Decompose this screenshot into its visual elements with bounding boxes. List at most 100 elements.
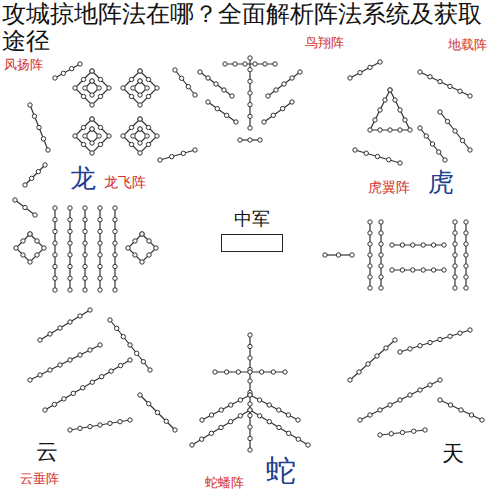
- soldier-dot: [458, 331, 462, 335]
- soldier-dot: [215, 106, 219, 110]
- soldier-dot: [424, 134, 428, 138]
- soldier-dot: [290, 76, 294, 80]
- soldier-dot: [219, 425, 223, 429]
- soldier-dot: [460, 138, 464, 142]
- soldier-dot: [190, 443, 194, 447]
- soldier-dot: [298, 70, 302, 74]
- soldier-dot: [62, 397, 66, 401]
- soldier-dot: [378, 408, 382, 412]
- soldier-dot: [378, 108, 382, 112]
- soldier-dot: [267, 403, 271, 407]
- soldier-dot: [14, 246, 18, 250]
- formation-line: [30, 345, 100, 380]
- soldier-dot: [138, 79, 142, 83]
- soldier-dot: [83, 276, 87, 280]
- formation-line: [25, 165, 45, 185]
- soldier-dot: [368, 275, 372, 279]
- formation-line: [350, 62, 380, 78]
- soldier-dot: [398, 128, 402, 132]
- soldier-dot: [83, 218, 87, 222]
- soldier-dot: [83, 86, 87, 90]
- soldier-dot: [209, 413, 213, 417]
- soldier-dot: [38, 373, 42, 377]
- soldier-dot: [222, 88, 226, 92]
- soldier-dot: [400, 268, 404, 272]
- soldier-dot: [141, 359, 145, 363]
- soldier-dot: [28, 103, 32, 107]
- soldier-dot: [223, 62, 227, 66]
- soldier-dot: [81, 94, 85, 98]
- soldier-dot: [273, 62, 277, 66]
- soldier-dot: [368, 286, 372, 290]
- formation-line: [380, 430, 425, 435]
- soldier-dot: [42, 246, 46, 250]
- soldier-dot: [248, 393, 252, 397]
- soldier-dot: [464, 275, 468, 279]
- soldier-dot: [228, 419, 232, 423]
- soldier-dot: [113, 218, 117, 222]
- formation-name: 蛇蟠阵: [205, 476, 244, 490]
- formation-line: [45, 360, 130, 410]
- soldier-dot: [61, 71, 65, 75]
- soldier-dot: [453, 275, 457, 279]
- formation-line: [268, 72, 300, 96]
- soldier-dot: [68, 218, 72, 222]
- formation-glyph: 天: [442, 442, 464, 466]
- soldier-dot: [83, 288, 87, 292]
- soldier-dot: [445, 119, 449, 123]
- soldier-dot: [306, 443, 310, 447]
- soldier-dot: [68, 320, 72, 324]
- soldier-dot: [138, 127, 142, 131]
- soldier-dot: [186, 84, 190, 88]
- soldier-dot: [248, 408, 252, 412]
- soldier-dot: [113, 288, 117, 292]
- soldier-dot: [83, 206, 87, 210]
- soldier-dot: [158, 158, 162, 162]
- soldier-dot: [53, 76, 57, 80]
- formation-line: [70, 420, 130, 430]
- formation-line: [192, 410, 250, 445]
- soldier-dot: [358, 418, 362, 422]
- soldier-dot: [368, 413, 372, 417]
- soldier-dot: [148, 368, 152, 372]
- soldier-dot: [73, 86, 77, 90]
- soldier-dot: [442, 268, 446, 272]
- soldier-dot: [224, 370, 228, 374]
- soldier-dot: [28, 378, 32, 382]
- soldier-dot: [88, 308, 92, 312]
- soldier-dot: [421, 268, 425, 272]
- formation-line: [420, 72, 470, 96]
- soldier-dot: [98, 241, 102, 245]
- soldier-dot: [169, 154, 173, 158]
- soldier-dot: [248, 138, 252, 142]
- soldier-dot: [173, 428, 177, 432]
- soldier-dot: [438, 378, 442, 382]
- soldier-dot: [78, 426, 82, 430]
- soldier-dot: [438, 79, 442, 83]
- soldier-dot: [52, 402, 56, 406]
- soldier-dot: [164, 419, 168, 423]
- formation-line: [123, 119, 157, 153]
- soldier-dot: [296, 418, 300, 422]
- formation-name: 龙飞阵: [104, 175, 146, 190]
- soldier-dot: [90, 117, 94, 121]
- soldier-dot: [379, 231, 383, 235]
- soldier-dot: [99, 374, 103, 378]
- soldier-dot: [46, 148, 50, 152]
- soldier-dot: [138, 69, 142, 73]
- soldier-dot: [90, 127, 94, 131]
- formation-line: [40, 310, 90, 340]
- soldier-dot: [248, 56, 252, 60]
- soldier-dot: [271, 370, 275, 374]
- soldier-dot: [480, 418, 484, 422]
- soldier-dot: [400, 243, 404, 247]
- soldier-dot: [390, 243, 394, 247]
- soldier-dot: [418, 70, 422, 74]
- soldier-dot: [90, 93, 94, 97]
- soldier-dot: [464, 220, 468, 224]
- soldier-dot: [128, 418, 132, 422]
- soldier-dot: [193, 148, 197, 152]
- soldier-dot: [83, 241, 87, 245]
- formation-line: [400, 330, 470, 352]
- soldier-dot: [134, 351, 138, 355]
